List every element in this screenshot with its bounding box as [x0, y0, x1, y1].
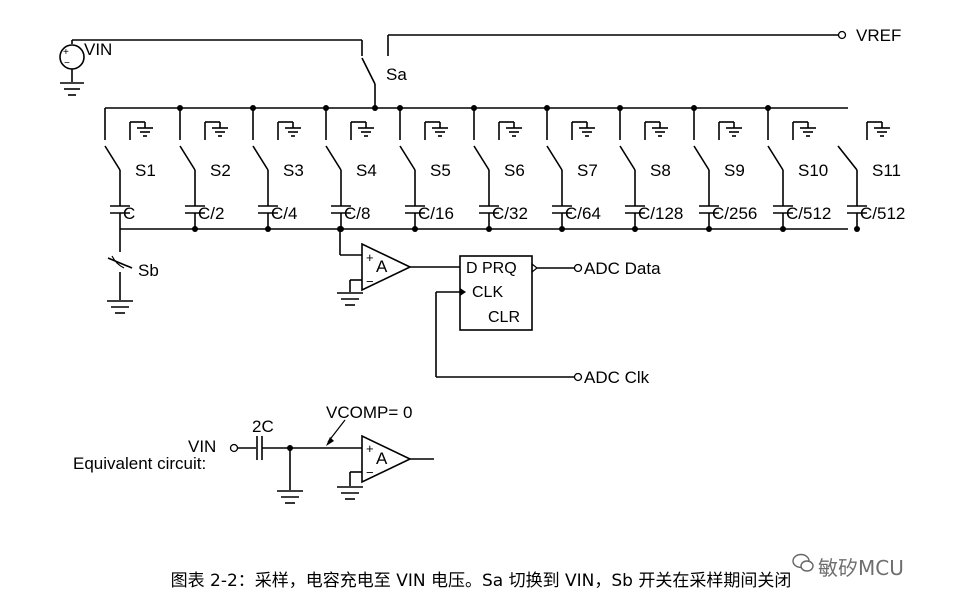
- switch-blade: [179, 145, 196, 171]
- switch-blade: [767, 145, 784, 171]
- switch-blade: [325, 145, 342, 171]
- vin-label: VIN: [84, 40, 112, 59]
- capacitor-label: C/8: [344, 204, 370, 223]
- capacitor-label: C/512: [860, 204, 905, 223]
- switch-label: S10: [798, 161, 828, 180]
- sb-label: Sb: [138, 261, 159, 280]
- eq-plus: +: [366, 441, 374, 456]
- wechat-icon: [792, 553, 814, 572]
- switch-blade: [693, 145, 710, 171]
- switch-label: S11: [872, 161, 901, 180]
- switch-blade: [473, 145, 490, 171]
- capacitor-label: C/16: [418, 204, 454, 223]
- switch-blade: [546, 145, 563, 171]
- flip-flop: D PRQ CLK CLR ADC Data ADC Clk: [435, 255, 661, 387]
- svg-text:−: −: [64, 58, 70, 69]
- switch-blade: [619, 145, 636, 171]
- capacitor-label: C/64: [565, 204, 601, 223]
- switch-blade: [399, 145, 416, 171]
- watermark: 敏矽MCU: [818, 556, 904, 580]
- switch-blade: [837, 145, 858, 171]
- switch-label: S5: [430, 161, 451, 180]
- switch-label: S6: [504, 161, 525, 180]
- comp-label: A: [376, 257, 388, 276]
- switch-blade: [104, 145, 121, 171]
- eq-vin-label: VIN: [188, 437, 216, 456]
- sa-label: Sa: [386, 65, 407, 84]
- capacitor-label: C: [123, 204, 135, 223]
- sa-switch: Sa VREF: [361, 26, 901, 108]
- switch-label: S8: [650, 161, 671, 180]
- eq-minus: −: [366, 465, 374, 480]
- switch-label: S2: [210, 161, 231, 180]
- capacitor-label: C/512: [786, 204, 831, 223]
- vref-label: VREF: [856, 26, 901, 45]
- sb-switch: Sb: [107, 229, 159, 314]
- capacitor-label: C/128: [638, 204, 683, 223]
- eq-label: Equivalent circuit:: [73, 454, 206, 473]
- ff-dprq: D PRQ: [466, 260, 517, 277]
- comparator: + − A: [337, 226, 460, 306]
- capacitor-label: C/256: [712, 204, 757, 223]
- comp-minus: −: [366, 274, 374, 289]
- adc-data-label: ADC Data: [584, 259, 661, 278]
- svg-text:+: +: [63, 47, 69, 58]
- adc-clk-label: ADC Clk: [584, 368, 650, 387]
- ff-clr: CLR: [488, 309, 520, 326]
- switch-label: S4: [356, 161, 377, 180]
- switch-label: S1: [135, 161, 156, 180]
- eq-cap-label: 2C: [252, 417, 274, 436]
- switch-label: S3: [283, 161, 304, 180]
- figure-caption: 图表 2-2：采样，电容充电至 VIN 电压。Sa 切换到 VIN，Sb 开关在…: [170, 571, 792, 591]
- switch-label: S9: [724, 161, 745, 180]
- vcomp-label: VCOMP= 0: [326, 403, 412, 422]
- eq-amp-label: A: [376, 449, 388, 468]
- switch-array: S1C S2C/2 S3C/4 S4C/8 S5C/16 S6C/32 S7C/64 S8C/…: [104, 105, 905, 232]
- capacitor-label: C/2: [198, 204, 224, 223]
- switch-blade: [252, 145, 269, 171]
- vin-source: + − VIN: [59, 39, 362, 96]
- capacitor-label: C/32: [492, 204, 528, 223]
- ff-clk: CLK: [472, 284, 503, 301]
- equivalent-circuit: VIN Equivalent circuit: 2C VCOMP= 0 + − …: [73, 403, 434, 504]
- comp-plus: +: [366, 250, 374, 265]
- capacitor-label: C/4: [271, 204, 297, 223]
- switch-label: S7: [577, 161, 598, 180]
